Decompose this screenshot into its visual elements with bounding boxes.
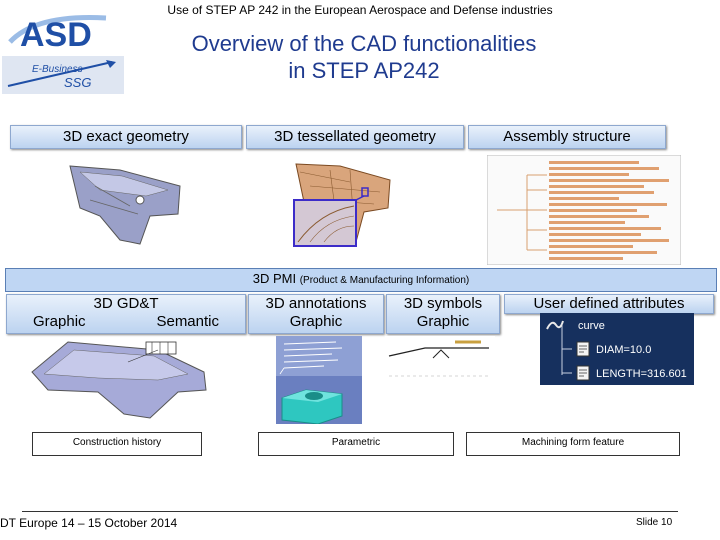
gdt-label: 3D GD&T [93, 295, 159, 312]
footer-divider [22, 511, 678, 512]
gdt-graphic-label: Graphic [33, 313, 86, 330]
tree-root-label: curve [578, 320, 605, 332]
caption-construction-history: Construction history [32, 432, 202, 456]
ssg-logo-line1: E-Business [32, 64, 83, 75]
ssg-logo: E-Business SSG [2, 56, 124, 94]
gdt-semantic-label: Semantic [156, 313, 219, 330]
label-3d-tessellated-geometry: 3D tessellated geometry [246, 125, 464, 149]
attributes-tree-panel: curve DIAM=10.0 LENGTH=316.601 [540, 313, 694, 385]
caption-machining-form-feature: Machining form feature [466, 432, 680, 456]
pmi-subtitle: (Product & Manufacturing Information) [299, 275, 470, 286]
curve-icon [546, 320, 564, 330]
title-line-2: in STEP AP242 [288, 58, 440, 83]
annotations-image [276, 336, 362, 424]
exact-geometry-image [69, 165, 181, 245]
ssg-logo-line2: SSG [64, 75, 91, 90]
caption-parametric: Parametric [258, 432, 454, 456]
annotations-box: 3D annotations Graphic [248, 294, 384, 334]
annotations-label: 3D annotations [265, 295, 367, 312]
header-line: Use of STEP AP 242 in the European Aeros… [167, 3, 553, 17]
tessellated-geometry-image [293, 163, 391, 247]
slide-number: Slide 10 [636, 517, 673, 528]
parameter-icon [576, 365, 590, 381]
symbols-image [385, 336, 495, 424]
symbols-box: 3D symbols Graphic [386, 294, 500, 334]
pmi-title: 3D PMI [252, 271, 297, 286]
footer-event: DT Europe 14 – 15 October 2014 [0, 516, 178, 530]
label-assembly-structure: Assembly structure [468, 125, 666, 149]
user-defined-attributes-label: User defined attributes [504, 294, 714, 314]
tree-item-length: LENGTH=316.601 [596, 368, 687, 380]
symbols-label: 3D symbols [403, 295, 483, 312]
pmi-bar: 3D PMI (Product & Manufacturing Informat… [5, 268, 717, 292]
gdt-image [31, 341, 207, 419]
assembly-structure-image [487, 155, 681, 265]
title-line-1: Overview of the CAD functionalities [191, 31, 537, 56]
annotations-graphic-label: Graphic [289, 313, 343, 330]
asd-logo: ASD [8, 15, 107, 50]
asd-logo-text: ASD [20, 16, 92, 50]
parameter-icon [576, 341, 590, 357]
slide-title: Overview of the CAD functionalities in S… [120, 30, 608, 84]
tree-item-diameter: DIAM=10.0 [596, 344, 652, 356]
gdt-box: 3D GD&T Graphic Semantic [6, 294, 246, 334]
label-3d-exact-geometry: 3D exact geometry [10, 125, 242, 149]
symbols-graphic-label: Graphic [416, 313, 470, 330]
